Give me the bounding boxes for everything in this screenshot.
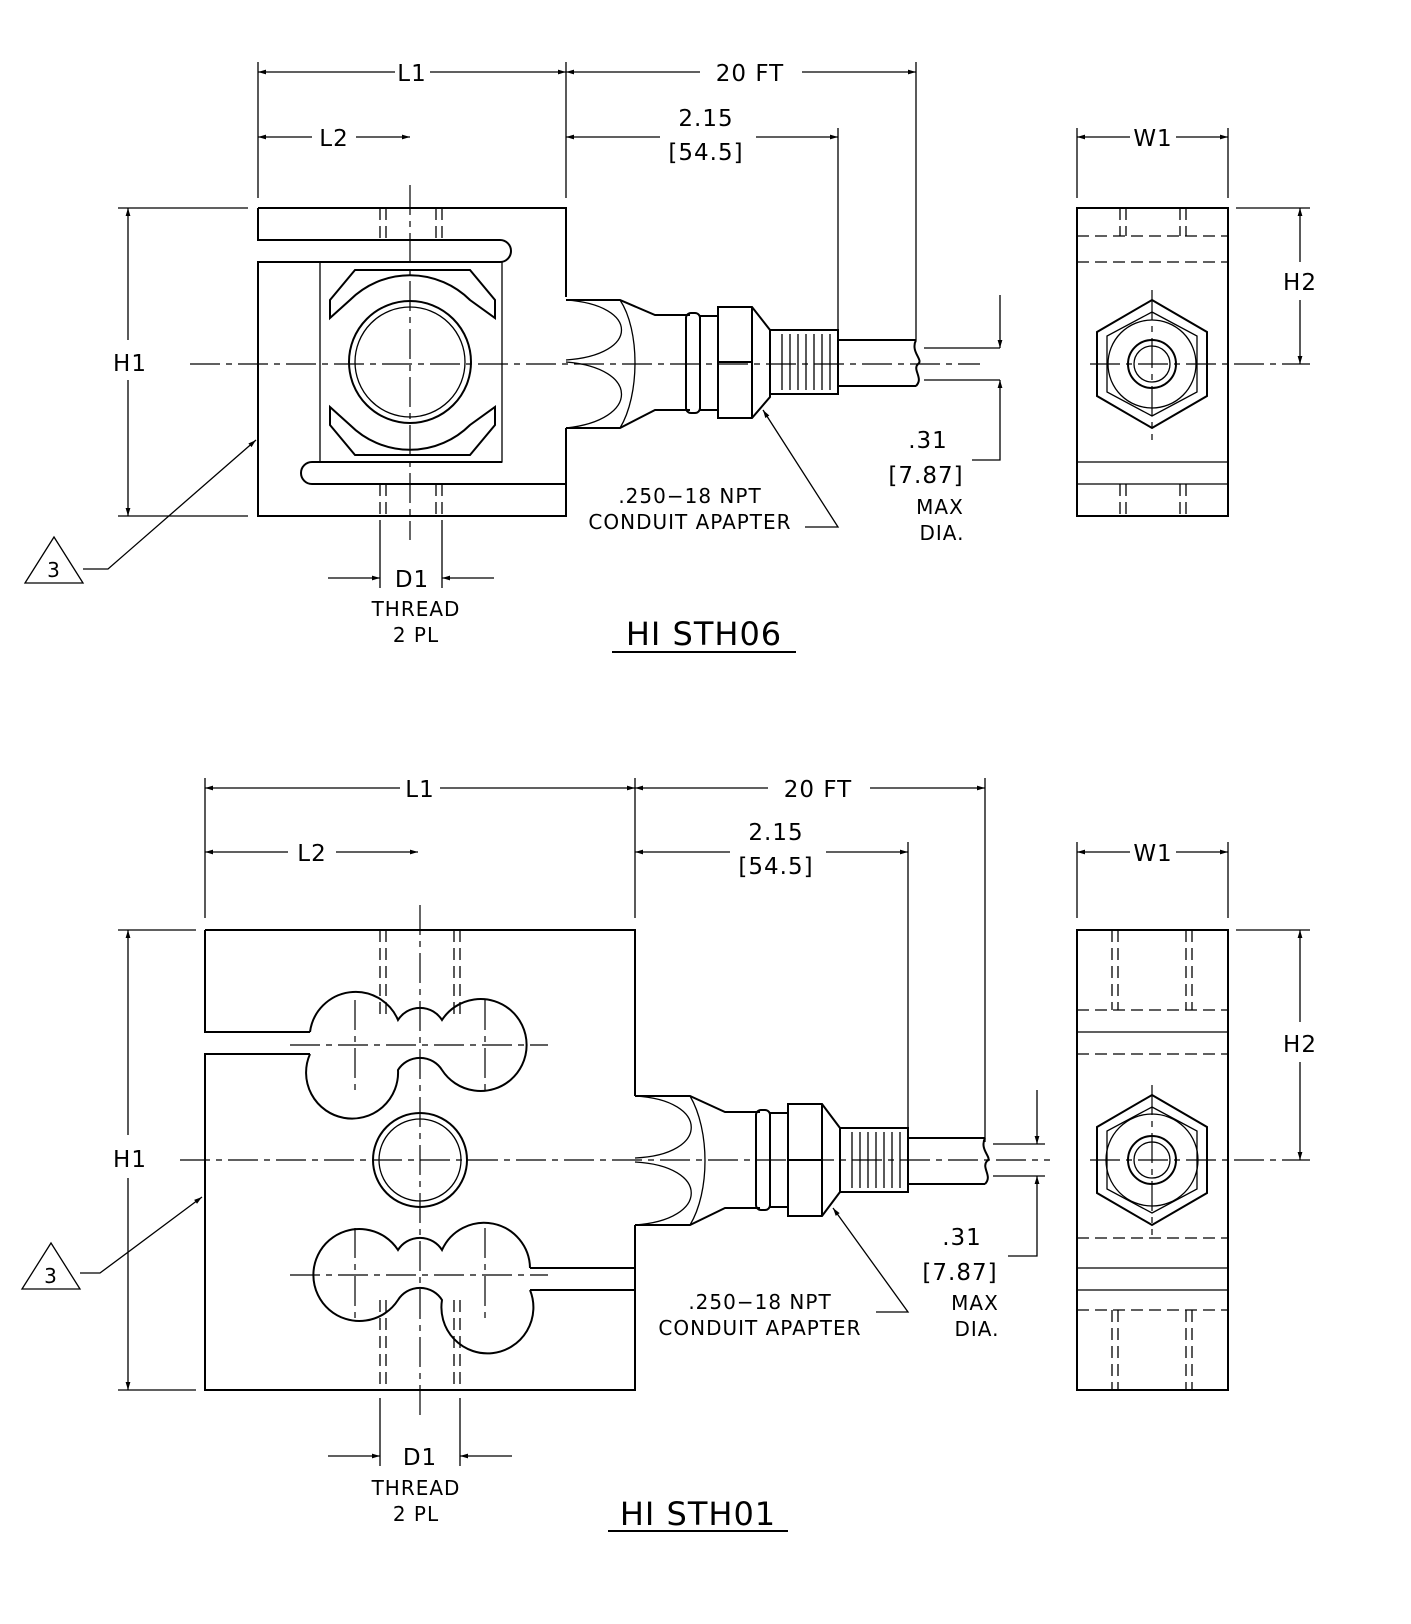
cable-length-label: 20 FT <box>716 61 784 87</box>
side-view <box>1076 207 1310 517</box>
note-ref: 3 <box>47 558 61 582</box>
offset-mm-label: [54.5] <box>668 140 743 166</box>
cable-connector <box>565 299 1000 429</box>
offset-in-label: 2.15 <box>678 106 733 132</box>
dim-h2: H2 <box>1236 929 1317 1160</box>
w1-label: W1 <box>1133 841 1172 867</box>
w1-label: W1 <box>1133 126 1172 152</box>
adapter-callout: .250−18 NPT CONDUIT APAPTER <box>658 1207 910 1340</box>
sth01-drawing: L1 20 FT L2 2.15 [54.5] <box>20 777 1317 1533</box>
adapter-callout: .250−18 NPT CONDUIT APAPTER <box>588 409 840 534</box>
places-label: 2 PL <box>393 623 439 647</box>
dim-d1: D1 THREAD 2 PL <box>328 520 494 647</box>
l2-label: L2 <box>319 126 348 152</box>
h1-label: H1 <box>113 1147 147 1173</box>
note-ref: 3 <box>44 1264 58 1288</box>
cable-length-label: 20 FT <box>784 777 852 803</box>
dim-l1: L1 <box>204 777 636 918</box>
dim-offset: 2.15 [54.5] <box>566 106 839 340</box>
dia-in-label: .31 <box>942 1225 982 1251</box>
offset-mm-label: [54.5] <box>738 854 813 880</box>
dia-max-label: MAX <box>951 1291 999 1315</box>
dim-h2: H2 <box>1236 207 1317 364</box>
note-3-callout: 3 <box>23 439 257 584</box>
dim-h1: H1 <box>113 207 248 517</box>
d1-label: D1 <box>395 567 429 593</box>
model-title: HI STH01 <box>608 1495 788 1533</box>
dim-w1: W1 <box>1076 841 1229 918</box>
model-title-text: HI STH06 <box>626 615 782 653</box>
load-cell-body <box>190 185 980 540</box>
h1-label: H1 <box>113 351 147 377</box>
thread-label: THREAD <box>371 1476 461 1500</box>
dim-cable-length: 20 FT <box>635 777 986 1142</box>
dim-w1: W1 <box>1076 126 1229 198</box>
model-title-text: HI STH01 <box>620 1495 776 1533</box>
dim-cable-length: 20 FT <box>566 61 917 340</box>
model-title: HI STH06 <box>612 615 796 653</box>
d1-label: D1 <box>403 1445 437 1471</box>
adapter-line2: CONDUIT APAPTER <box>658 1316 861 1340</box>
dia-max-label: MAX <box>916 495 964 519</box>
dim-d1: D1 THREAD 2 PL <box>328 1398 512 1526</box>
dim-h1: H1 <box>113 929 196 1391</box>
dia-mm-label: [7.87] <box>922 1260 997 1286</box>
dim-cable-dia: .31 [7.87] MAX DIA. <box>922 1090 1040 1341</box>
dim-l1: L1 <box>257 61 567 198</box>
thread-label: THREAD <box>371 597 461 621</box>
dia-in-label: .31 <box>908 428 948 454</box>
sth06-drawing: L1 20 FT L2 2.15 [54.5] <box>23 61 1317 653</box>
dim-cable-dia: .31 [7.87] MAX DIA. <box>888 295 1003 545</box>
l1-label: L1 <box>397 61 426 87</box>
offset-in-label: 2.15 <box>748 820 803 846</box>
dia-label: DIA. <box>955 1317 1000 1341</box>
adapter-line1: .250−18 NPT <box>618 484 761 508</box>
places-label: 2 PL <box>393 1502 439 1526</box>
dim-l2: L2 <box>205 841 418 867</box>
dim-l2: L2 <box>258 126 410 152</box>
dia-label: DIA. <box>920 521 965 545</box>
dia-mm-label: [7.87] <box>888 463 963 489</box>
h2-label: H2 <box>1283 270 1317 296</box>
l1-label: L1 <box>405 777 434 803</box>
load-cell-body <box>180 905 1050 1420</box>
side-view <box>1076 929 1310 1391</box>
adapter-line1: .250−18 NPT <box>688 1290 831 1314</box>
l2-label: L2 <box>297 841 326 867</box>
h2-label: H2 <box>1283 1032 1317 1058</box>
note-3-callout: 3 <box>20 1196 203 1290</box>
dim-offset: 2.15 [54.5] <box>635 820 909 1132</box>
adapter-line2: CONDUIT APAPTER <box>588 510 791 534</box>
